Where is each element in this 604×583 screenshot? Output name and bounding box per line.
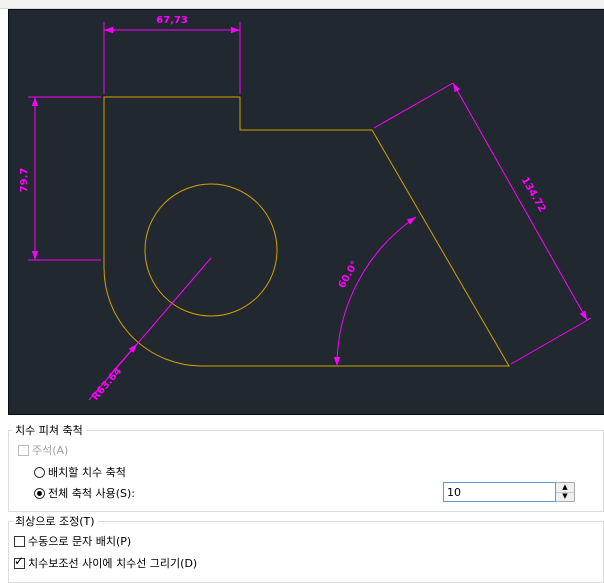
dim-top-width: 67,73 (103, 15, 241, 94)
preview-drawing: 67,73 79.7 134.72 60.0° R63.64 (19, 15, 592, 403)
annotative-option[interactable]: 주석(A) (18, 442, 68, 458)
hole-circle (144, 183, 278, 317)
spin-up-icon[interactable]: ▲ (556, 483, 574, 493)
dimension-preview: 67,73 79.7 134.72 60.0° R63.64 (8, 9, 604, 415)
overall-scale-spinner[interactable]: ▲ ▼ (443, 482, 578, 502)
radio-selected-dot (37, 490, 42, 496)
part-outline (103, 96, 510, 367)
spinner-buttons: ▲ ▼ (556, 482, 575, 502)
overall-scale-option[interactable]: 전체 축척 사용(S): (34, 485, 135, 501)
annotative-checkbox[interactable] (18, 444, 29, 456)
overall-scale-input[interactable] (443, 482, 556, 502)
draw-dim-line-label: 치수보조선 사이에 치수선 그리기(D) (28, 557, 198, 570)
dim-diagonal-text: 134.72 (519, 175, 548, 214)
manual-text-checkbox[interactable] (14, 535, 25, 547)
dim-left-height-text: 79.7 (19, 168, 30, 193)
dim-radius: R63.64 (88, 257, 212, 403)
layout-scale-radio[interactable] (34, 466, 45, 478)
layout-scale-label: 배치할 치수 축척 (48, 466, 126, 479)
fine-tuning-group-title: 최상으로 조정(T) (12, 513, 98, 529)
draw-dim-line-checkbox[interactable]: ✓ (14, 553, 25, 569)
dim-angle-text: 60.0° (337, 259, 361, 290)
overall-scale-radio[interactable] (34, 487, 45, 499)
overall-scale-label: 전체 축척 사용(S): (48, 487, 135, 500)
scale-group-title: 치수 피쳐 축척 (12, 422, 86, 438)
fine-tuning-group (8, 521, 604, 583)
draw-dim-line-option[interactable]: ✓ 치수보조선 사이에 치수선 그리기(D) (14, 555, 197, 571)
dim-top-width-text: 67,73 (156, 15, 188, 26)
dim-radius-text: R63.64 (90, 366, 124, 403)
dim-angle: 60.0° (333, 216, 417, 367)
top-edge (0, 0, 604, 9)
spin-down-icon[interactable]: ▼ (562, 492, 568, 501)
manual-text-label: 수동으로 문자 배치(P) (28, 535, 132, 548)
layout-scale-option[interactable]: 배치할 치수 축척 (34, 464, 126, 480)
manual-text-option[interactable]: 수동으로 문자 배치(P) (14, 533, 131, 549)
annotative-label: 주석(A) (32, 444, 69, 457)
checkmark-icon: ✓ (14, 553, 25, 568)
dim-left-height: 79.7 (19, 96, 101, 261)
